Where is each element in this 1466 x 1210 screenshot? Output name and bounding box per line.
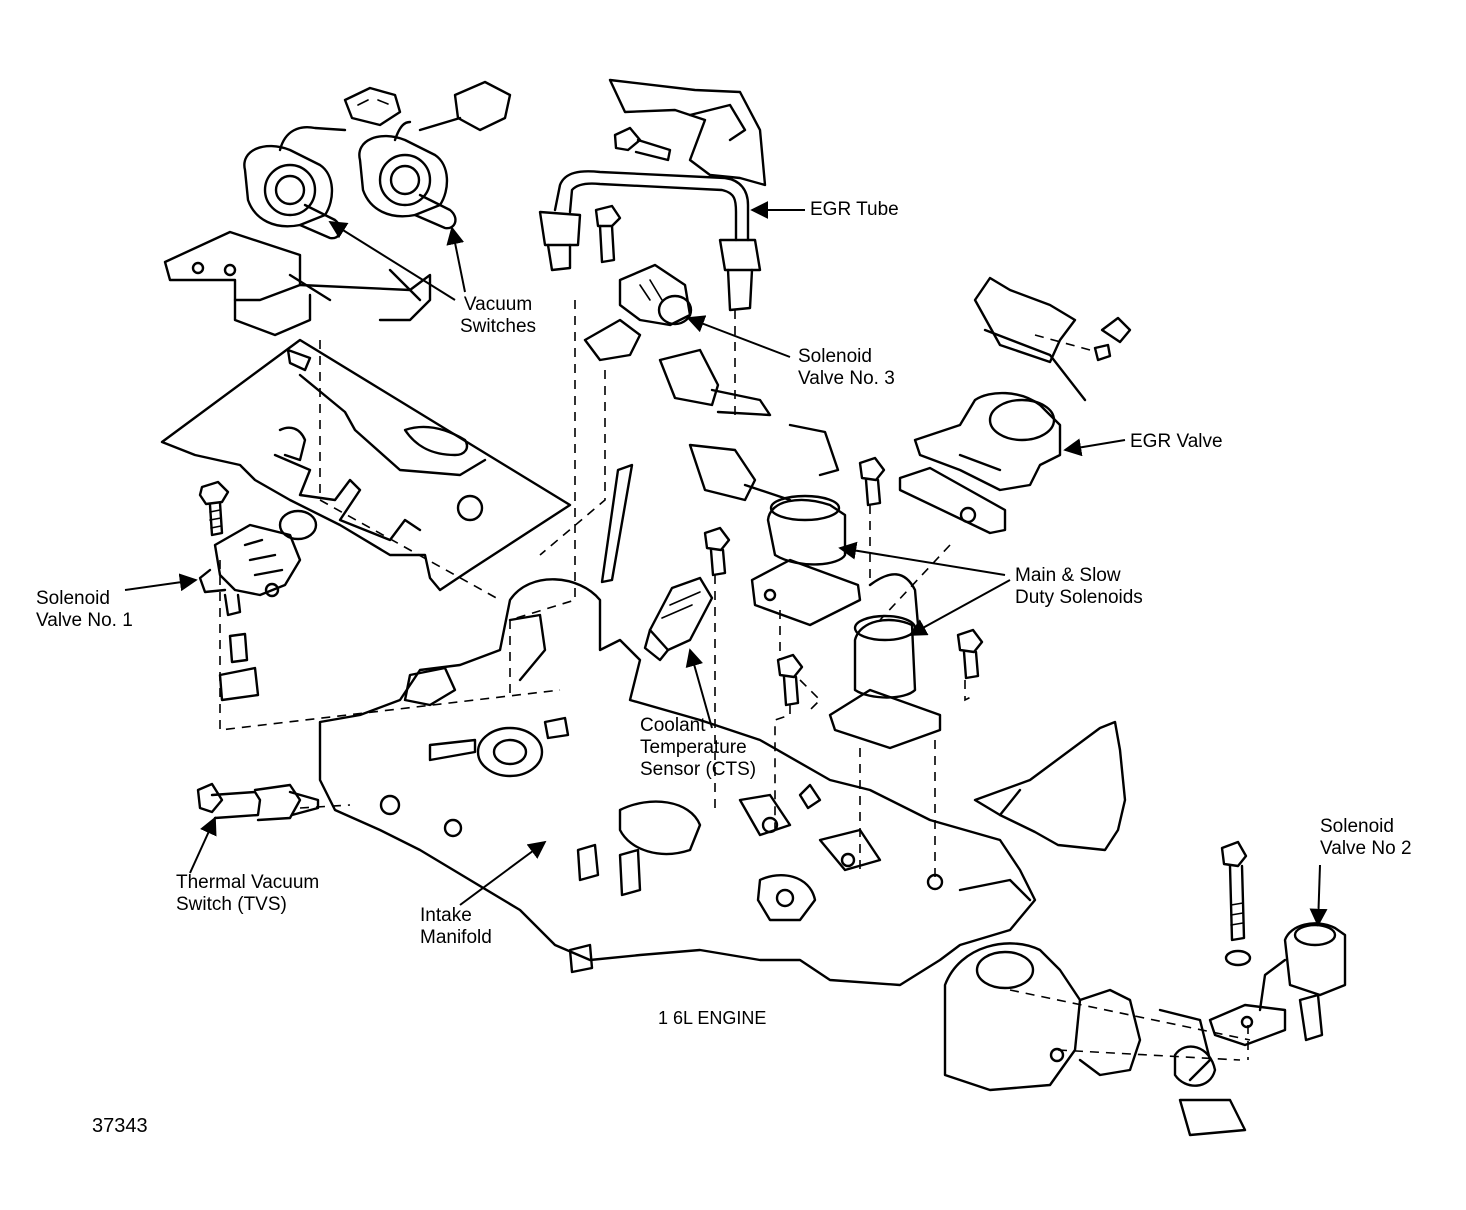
bolt-solenoid-1 <box>198 480 230 537</box>
label-main-slow-line1: Main & Slow <box>1015 565 1121 586</box>
bolt-duty-2 <box>703 526 731 577</box>
label-intake-manifold-line1: Intake <box>420 905 472 926</box>
label-solenoid-valve-2: Solenoid Valve No 2 <box>1320 816 1412 860</box>
label-egr-valve: EGR Valve <box>1130 431 1223 452</box>
label-solenoid-valve-3-line2: Valve No. 3 <box>798 368 895 389</box>
label-solenoid-valve-2-line1: Solenoid <box>1320 816 1394 837</box>
label-vacuum-switches-line2: Switches <box>460 316 537 337</box>
egr-tube <box>538 170 762 312</box>
label-main-slow-duty-solenoids: Main & Slow Duty Solenoids <box>1015 565 1143 609</box>
leader-lines <box>124 201 1328 927</box>
egr-valve-bracket <box>973 276 1132 402</box>
duty-solenoid-slow <box>828 573 942 750</box>
assembly-lines <box>219 300 1251 1061</box>
label-intake-manifold: Intake Manifold <box>420 905 492 949</box>
bolt-duty-4 <box>956 628 984 680</box>
duty-solenoid-main-connector <box>688 423 840 502</box>
solenoid-valve-3 <box>583 263 693 362</box>
thermostat-housing <box>943 942 1247 1137</box>
vacuum-switch-connector-right <box>418 80 512 132</box>
solenoid-valve-2 <box>1208 922 1347 1047</box>
connector-solenoid-3 <box>658 348 772 417</box>
bolt-duty-3 <box>776 653 804 707</box>
label-tvs-line1: Thermal Vacuum <box>176 872 320 893</box>
connector-solenoid-1 <box>218 632 260 702</box>
vacuum-switch-bracket <box>163 230 432 337</box>
vacuum-switch-right <box>358 120 457 230</box>
label-solenoid-valve-3: Solenoid Valve No. 3 <box>798 346 895 390</box>
figure-number: 37343 <box>92 1115 148 1137</box>
egr-gasket <box>898 466 1007 535</box>
label-solenoid-valve-3-line1: Solenoid <box>798 346 872 367</box>
label-cts-line3: Sensor (CTS) <box>640 759 757 780</box>
egr-valve <box>913 391 1062 492</box>
duty-solenoid-main <box>750 494 862 627</box>
label-solenoid-valve-1-line2: Valve No. 1 <box>36 610 133 631</box>
vacuum-switch-connector-left <box>343 86 402 127</box>
label-coolant-temperature-sensor: Coolant Temperature Sensor (CTS) <box>640 715 756 781</box>
label-egr-tube: EGR Tube <box>810 199 899 220</box>
tube-fitting-center <box>600 463 634 584</box>
bolt-duty-1 <box>858 456 886 507</box>
coolant-temperature-sensor <box>643 576 714 662</box>
label-intake-manifold-line2: Manifold <box>420 927 492 948</box>
label-engine: 1 6L ENGINE <box>658 1008 767 1028</box>
label-solenoid-valve-1-line1: Solenoid <box>36 588 110 609</box>
label-solenoid-valve-2-line2: Valve No 2 <box>1320 838 1412 859</box>
label-main-slow-line2: Duty Solenoids <box>1015 587 1143 608</box>
label-vacuum-switches-line1: Vacuum <box>463 294 533 315</box>
bolt-solenoid-3 <box>594 204 622 264</box>
label-solenoid-valve-1: Solenoid Valve No. 1 <box>36 588 133 632</box>
label-cts-line2: Temperature <box>640 737 747 758</box>
mounting-plate <box>160 338 572 592</box>
heat-shield-top <box>608 78 767 187</box>
bolt-solenoid-2 <box>1220 840 1252 967</box>
label-tvs-line2: Switch (TVS) <box>176 894 287 915</box>
solenoid-valve-1 <box>198 509 318 617</box>
bolt-heat-shield <box>613 126 672 162</box>
label-vacuum-switches: Vacuum Switches <box>460 294 536 338</box>
label-thermal-vacuum-switch: Thermal Vacuum Switch (TVS) <box>176 872 319 916</box>
heat-shield-bottom <box>973 720 1127 852</box>
vacuum-switch-left <box>243 126 347 240</box>
label-cts-line1: Coolant <box>640 715 706 736</box>
thermal-vacuum-switch <box>196 782 320 822</box>
intake-manifold <box>318 578 1037 987</box>
